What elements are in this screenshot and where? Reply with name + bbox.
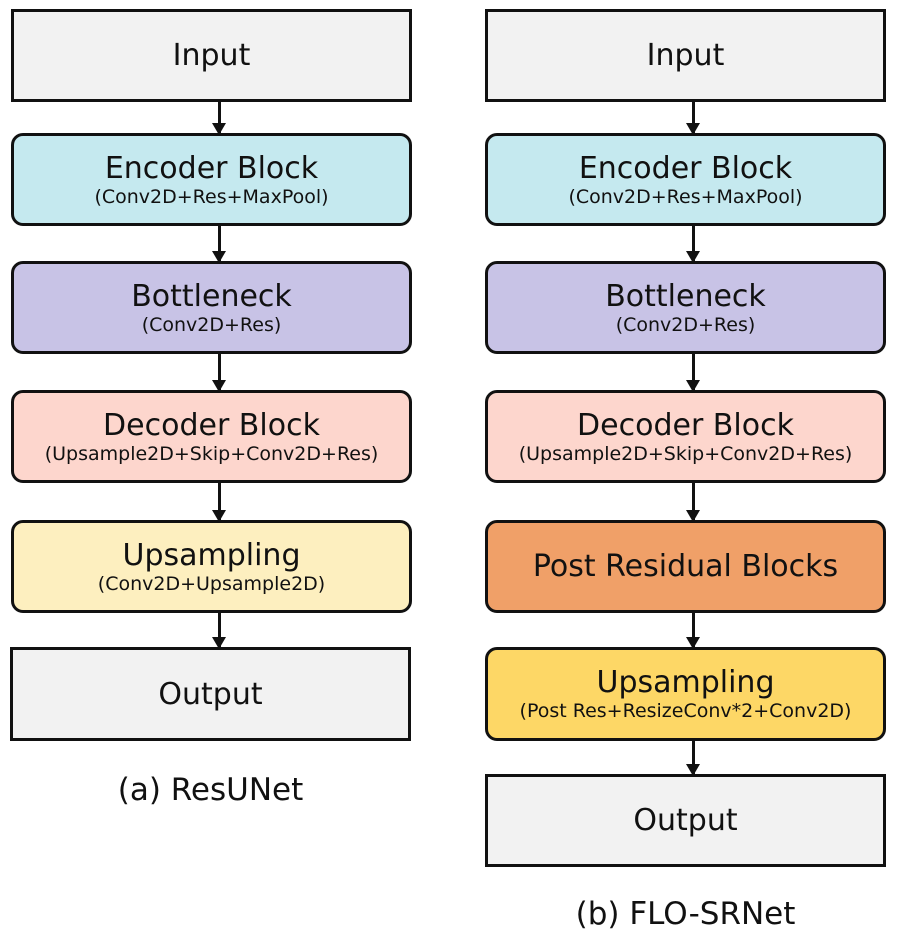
left-caption: (a) ResUNet (117, 772, 304, 808)
left-decoder-title: Decoder Block (103, 407, 320, 443)
right-post-residual-title: Post Residual Blocks (532, 549, 839, 584)
left-arrow-5 (212, 613, 226, 649)
right-encoder-title: Encoder Block (578, 150, 793, 186)
left-encoder-title: Encoder Block (104, 150, 319, 186)
left-decoder-block: Decoder Block (Upsample2D+Skip+Conv2D+Re… (11, 390, 412, 483)
left-output-title: Output (158, 676, 263, 712)
right-arrow-2 (686, 226, 700, 263)
right-encoder-sub: (Conv2D+Res+MaxPool) (568, 185, 803, 208)
left-arrow-4 (212, 483, 226, 522)
right-decoder-block: Decoder Block (Upsample2D+Skip+Conv2D+Re… (485, 390, 886, 483)
right-input-block: Input (485, 9, 886, 102)
left-output-block: Output (10, 647, 411, 741)
right-encoder-block: Encoder Block (Conv2D+Res+MaxPool) (485, 133, 886, 226)
left-input-block: Input (11, 9, 412, 102)
left-upsampling-title: Upsampling (122, 537, 301, 573)
left-bottleneck-sub: (Conv2D+Res) (141, 313, 282, 336)
left-encoder-sub: (Conv2D+Res+MaxPool) (94, 185, 329, 208)
right-arrow-6 (686, 741, 700, 776)
left-arrow-2 (212, 226, 226, 263)
right-bottleneck-title: Bottleneck (605, 278, 766, 314)
right-bottleneck-block: Bottleneck (Conv2D+Res) (485, 261, 886, 354)
right-arrow-1 (686, 102, 700, 135)
right-arrow-4 (686, 483, 700, 522)
right-decoder-title: Decoder Block (577, 407, 794, 443)
right-arrow-5 (686, 613, 700, 649)
right-bottleneck-sub: (Conv2D+Res) (615, 313, 756, 336)
right-upsampling-sub: (Post Res+ResizeConv*2+Conv2D) (519, 700, 852, 723)
right-upsampling-title: Upsampling (596, 665, 775, 701)
left-decoder-sub: (Upsample2D+Skip+Conv2D+Res) (44, 442, 379, 465)
right-decoder-sub: (Upsample2D+Skip+Conv2D+Res) (518, 442, 853, 465)
right-input-title: Input (646, 38, 725, 73)
left-input-title: Input (172, 38, 251, 73)
right-caption: (b) FLO-SRNet (575, 896, 796, 932)
left-bottleneck-block: Bottleneck (Conv2D+Res) (11, 261, 412, 354)
left-bottleneck-title: Bottleneck (131, 278, 292, 314)
left-encoder-block: Encoder Block (Conv2D+Res+MaxPool) (11, 133, 412, 226)
left-arrow-1 (212, 102, 226, 135)
left-upsampling-block: Upsampling (Conv2D+Upsample2D) (11, 520, 412, 613)
left-upsampling-sub: (Conv2D+Upsample2D) (97, 572, 326, 595)
right-output-block: Output (485, 774, 886, 867)
right-post-residual-block: Post Residual Blocks (485, 520, 886, 613)
right-output-title: Output (633, 803, 738, 838)
left-arrow-3 (212, 354, 226, 392)
right-upsampling-block: Upsampling (Post Res+ResizeConv*2+Conv2D… (485, 647, 886, 741)
right-arrow-3 (686, 354, 700, 392)
